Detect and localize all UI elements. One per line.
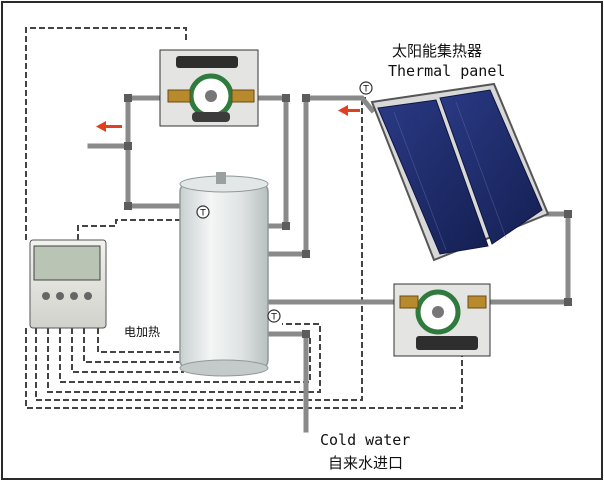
- solar-thermal-panel: [370, 82, 550, 262]
- controller-button-3: [70, 292, 78, 300]
- cold-water-label-zh: 自来水进口: [328, 454, 404, 472]
- top-pump-valve-right: [231, 89, 255, 103]
- bottom-pump-bracket: [416, 336, 478, 350]
- control-wiring: [25, 27, 463, 409]
- top-circulation-pump: [159, 49, 259, 127]
- pipe-panel-return: [483, 211, 571, 305]
- control-line-panel-sensor: [35, 97, 366, 401]
- electric-heating-label: 电加热: [124, 325, 161, 339]
- tank-top-vent: [216, 172, 226, 184]
- pipe-top-pump-to-tank: [253, 95, 289, 229]
- bottom-circulation-pump: [393, 283, 491, 357]
- svg-text:T: T: [362, 85, 369, 95]
- bottom-pump-valve-left: [399, 295, 419, 309]
- control-line-bottom-sensor: [47, 323, 321, 393]
- control-line-tank-sensor: [77, 219, 196, 240]
- control-line-cold-inlet: [59, 328, 311, 383]
- bottom-pump-valve-right: [467, 295, 487, 309]
- control-line-bottom-pump: [25, 328, 463, 409]
- thermal-panel-label-zh: 太阳能集热器: [392, 42, 483, 60]
- svg-text:T: T: [199, 209, 206, 219]
- temp-sensor-tank-bottom: T: [267, 309, 281, 323]
- control-line-heater-a: [71, 328, 184, 373]
- control-line-heater-b: [83, 328, 184, 363]
- temp-sensor-panel: T: [359, 81, 373, 95]
- flow-arrow-hot-outlet: [96, 121, 122, 132]
- controller-display: [33, 245, 101, 281]
- thermal-panel-label-en: Thermal panel: [388, 62, 506, 80]
- storage-tank: [179, 172, 269, 377]
- solar-controller: [29, 239, 107, 329]
- controller-button-1: [42, 292, 50, 300]
- top-pump-bracket: [176, 56, 238, 68]
- cold-water-label-en: Cold water: [320, 431, 411, 449]
- top-pump-valve-left: [167, 89, 191, 103]
- svg-text:T: T: [270, 313, 277, 323]
- temp-sensor-tank-top: T: [196, 205, 210, 219]
- solar-panel-left-cell: [377, 99, 489, 255]
- pipe-fittings: [124, 94, 572, 338]
- control-line-heater-c: [97, 328, 184, 353]
- flow-arrow-to-panel: [338, 105, 360, 116]
- control-line-top-pump: [25, 27, 187, 240]
- flow-arrows: [96, 105, 360, 132]
- controller-button-4: [84, 292, 92, 300]
- controller-button-2: [56, 292, 64, 300]
